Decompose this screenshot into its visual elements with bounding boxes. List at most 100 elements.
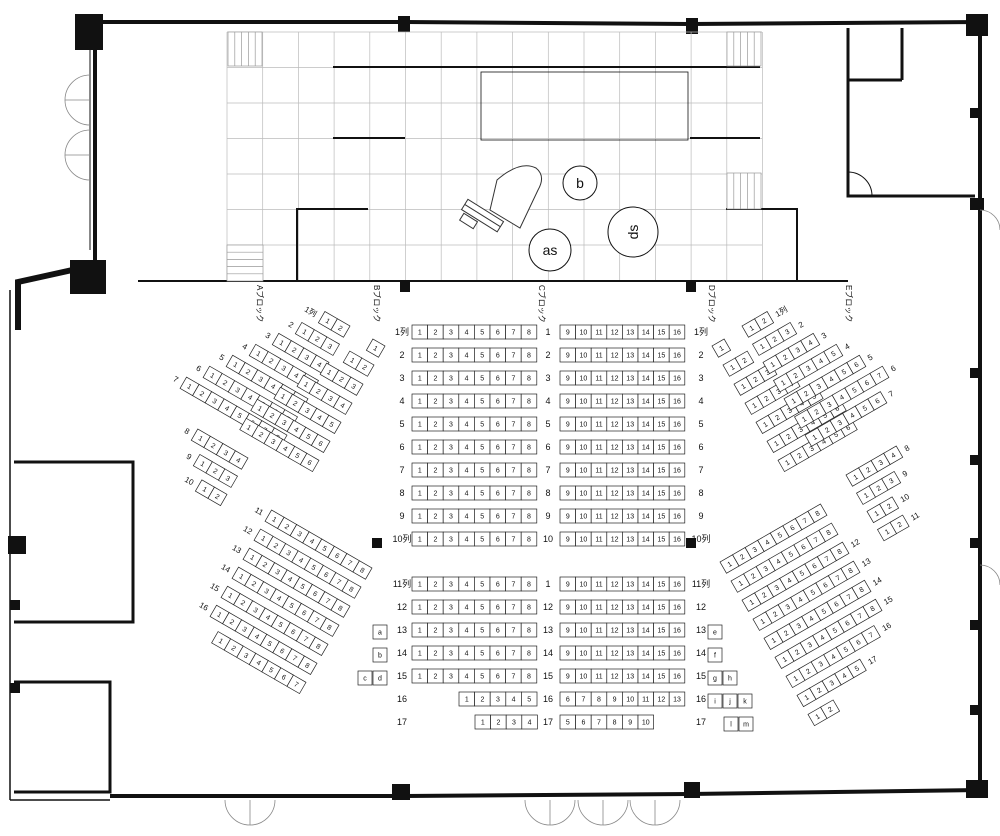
seat[interactable]: 7: [317, 591, 338, 611]
seat[interactable]: 3: [442, 416, 460, 432]
seat[interactable]: 5: [281, 595, 302, 616]
seat[interactable]: 9: [559, 622, 576, 638]
seat[interactable]: 5: [521, 691, 538, 707]
seat[interactable]: 2: [284, 340, 305, 360]
seat[interactable]: 2: [207, 486, 228, 507]
seat[interactable]: 13: [622, 393, 639, 409]
seat[interactable]: 3: [442, 645, 460, 661]
seat[interactable]: 6: [489, 599, 506, 615]
seat[interactable]: 1: [411, 439, 428, 455]
seat[interactable]: 1: [411, 668, 428, 684]
seat[interactable]: 6: [559, 691, 576, 707]
seat[interactable]: 4: [458, 324, 475, 340]
seat[interactable]: 10: [575, 485, 592, 501]
seat[interactable]: 2: [330, 318, 351, 338]
seat[interactable]: 2: [203, 435, 224, 456]
seat[interactable]: 15: [653, 599, 670, 615]
extra-seat[interactable]: i: [707, 693, 723, 709]
seat[interactable]: 3: [217, 468, 238, 488]
seat[interactable]: 16: [668, 462, 686, 478]
seat[interactable]: 3: [777, 321, 798, 342]
seat[interactable]: 12: [606, 576, 623, 592]
seat[interactable]: 5: [846, 658, 867, 679]
seat[interactable]: 4: [458, 576, 475, 592]
seat[interactable]: 2: [776, 623, 797, 643]
seat[interactable]: 7: [590, 714, 608, 730]
seat[interactable]: 2: [427, 485, 444, 501]
seat[interactable]: 12: [606, 599, 623, 615]
seat[interactable]: 10: [575, 576, 592, 592]
seat[interactable]: 8: [840, 560, 861, 581]
seat[interactable]: 2: [490, 714, 507, 730]
seat[interactable]: 7: [295, 629, 316, 649]
seat[interactable]: 2: [427, 599, 444, 615]
seat[interactable]: 1: [411, 645, 428, 661]
seat[interactable]: 5: [823, 343, 844, 364]
seat[interactable]: 1: [411, 462, 428, 478]
seat[interactable]: 4: [458, 645, 475, 661]
seat[interactable]: 7: [505, 531, 522, 547]
seat[interactable]: 16: [668, 324, 686, 340]
seat[interactable]: 14: [637, 393, 654, 409]
seat[interactable]: 1: [411, 324, 428, 340]
seat[interactable]: 8: [520, 462, 538, 478]
seat[interactable]: 16: [668, 347, 686, 363]
seat[interactable]: 8: [297, 655, 318, 675]
seat[interactable]: 7: [575, 691, 592, 707]
extra-seat[interactable]: l: [723, 716, 739, 732]
seat[interactable]: 3: [442, 531, 460, 547]
seat[interactable]: 11: [590, 668, 608, 684]
seat[interactable]: 3: [505, 714, 523, 730]
seat[interactable]: 4: [458, 416, 475, 432]
seat[interactable]: 16: [668, 508, 686, 524]
seat[interactable]: 3: [870, 452, 891, 473]
seat[interactable]: 12: [606, 508, 623, 524]
seat[interactable]: 1: [411, 508, 428, 524]
seat[interactable]: 5: [474, 485, 491, 501]
seat[interactable]: 14: [637, 416, 654, 432]
seat[interactable]: 11: [590, 462, 608, 478]
seat[interactable]: 5: [321, 414, 342, 434]
seat[interactable]: 6: [310, 433, 331, 453]
seat[interactable]: 1: [411, 599, 428, 615]
seat[interactable]: 12: [606, 439, 623, 455]
seat[interactable]: 7: [505, 508, 522, 524]
seat[interactable]: 3: [442, 439, 460, 455]
seat[interactable]: 15: [653, 508, 670, 524]
seat[interactable]: 6: [856, 372, 877, 393]
seat[interactable]: 9: [559, 531, 576, 547]
seat[interactable]: 13: [622, 576, 639, 592]
seat[interactable]: 8: [590, 691, 608, 707]
seat[interactable]: 5: [474, 622, 491, 638]
extra-seat[interactable]: g: [707, 670, 723, 686]
seat[interactable]: 4: [458, 347, 475, 363]
seat[interactable]: 8: [319, 617, 340, 637]
seat[interactable]: 8: [520, 416, 538, 432]
seat[interactable]: 9: [559, 485, 576, 501]
seat[interactable]: 8: [818, 522, 839, 543]
seat[interactable]: 2: [778, 426, 799, 446]
seat[interactable]: 8: [807, 503, 828, 523]
seat[interactable]: 8: [829, 541, 850, 562]
seat[interactable]: 13: [622, 599, 639, 615]
seat[interactable]: 3: [442, 508, 460, 524]
seat[interactable]: 4: [458, 370, 475, 386]
seat[interactable]: 14: [637, 576, 654, 592]
seat[interactable]: 6: [305, 583, 326, 604]
seat[interactable]: 7: [505, 485, 522, 501]
seat[interactable]: 15: [653, 531, 670, 547]
seat[interactable]: 1: [856, 485, 877, 505]
seat[interactable]: 10: [575, 439, 592, 455]
seat[interactable]: 13: [622, 439, 639, 455]
seat[interactable]: 5: [474, 439, 491, 455]
seat[interactable]: 10: [575, 622, 592, 638]
seat[interactable]: 15: [653, 347, 670, 363]
seat[interactable]: 5: [474, 324, 491, 340]
seat[interactable]: 2: [820, 699, 841, 719]
seat[interactable]: 14: [637, 324, 654, 340]
seat[interactable]: 12: [606, 531, 623, 547]
seat[interactable]: 6: [793, 537, 814, 557]
seat[interactable]: 6: [867, 391, 888, 411]
seat[interactable]: 5: [298, 426, 319, 446]
seat[interactable]: 2: [244, 573, 265, 594]
